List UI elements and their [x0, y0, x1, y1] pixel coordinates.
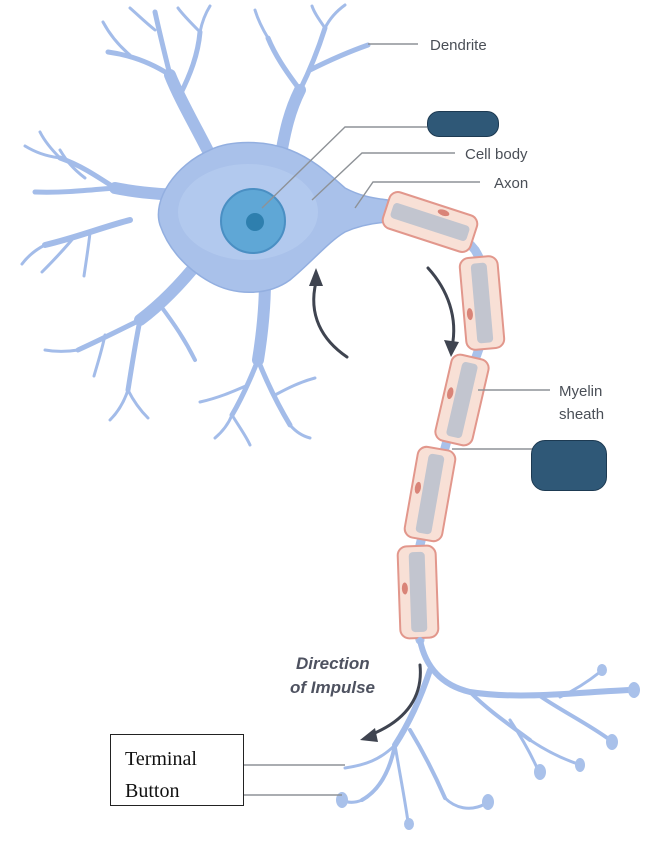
arrow-head-terminal — [360, 728, 378, 742]
myelin-segment — [381, 191, 479, 253]
label-cell-body: Cell body — [465, 146, 528, 163]
myelin-segment — [458, 255, 506, 351]
blank-label-box-nucleus[interactable] — [427, 111, 499, 137]
leader-lines — [243, 43, 550, 796]
leader-cell-body — [311, 152, 455, 201]
terminal-label-line2: Button — [125, 780, 180, 802]
label-direction-line2: of Impulse — [290, 678, 375, 697]
myelin-segment — [396, 544, 440, 640]
label-myelin-line2: sheath — [559, 406, 604, 423]
impulse-arrows — [312, 266, 456, 737]
leader-axon — [354, 181, 480, 209]
arrow-heads — [309, 268, 459, 742]
arrow-head-up — [309, 268, 323, 286]
nucleolus — [246, 213, 264, 231]
myelin-segments — [381, 191, 506, 640]
arrow-terminal-curve — [368, 663, 422, 737]
label-axon: Axon — [494, 175, 528, 192]
label-myelin-line1: Myelin — [559, 383, 602, 400]
leader-nucleus — [261, 126, 427, 209]
blank-label-box-node[interactable] — [531, 440, 607, 491]
myelin-segment — [403, 445, 457, 543]
arrow-head-down — [444, 340, 459, 357]
axon-terminals — [340, 637, 633, 824]
terminal-buttons — [336, 664, 640, 830]
terminal-label-line1: Terminal — [125, 748, 197, 770]
arrow-up-curve — [312, 280, 349, 359]
arrow-down-curve — [426, 266, 456, 349]
label-dendrite: Dendrite — [430, 37, 487, 54]
terminal-button-label-box: Terminal Button — [110, 734, 244, 806]
myelin-segment — [434, 353, 490, 447]
label-direction-line1: Direction — [296, 654, 370, 673]
dendrites — [20, 3, 371, 447]
